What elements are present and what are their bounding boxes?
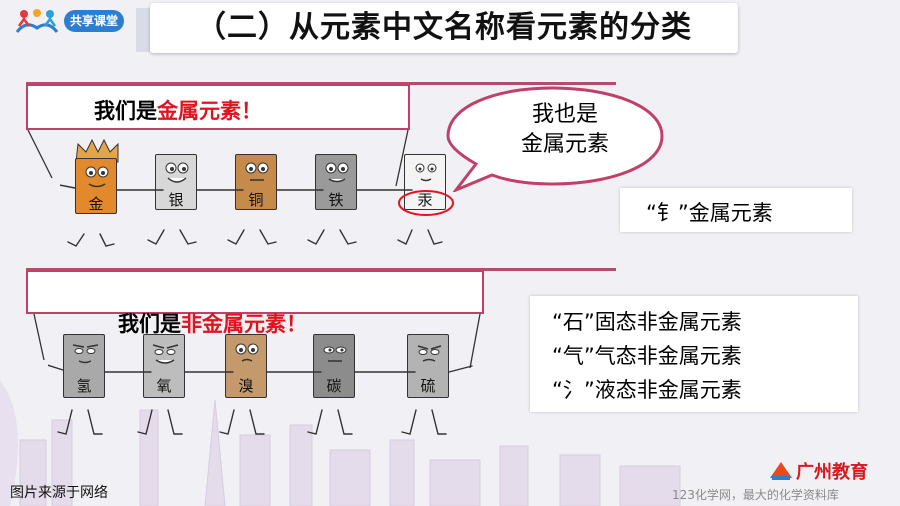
metal-card-label: 银	[168, 191, 184, 209]
title-box: （二）从元素中文名称看元素的分类	[150, 3, 738, 53]
logo-text: 共享课堂	[64, 10, 125, 32]
metal-characters: 金 银 铜	[60, 138, 480, 250]
face-icon	[72, 344, 99, 364]
title-accent	[136, 8, 150, 52]
face-icon	[323, 346, 347, 362]
face-icon	[417, 345, 442, 362]
nonmetal-card-label: 碳	[326, 377, 342, 395]
face-icon	[235, 343, 259, 362]
metal-character: 铜	[228, 138, 284, 250]
brand-logo: 共享课堂	[14, 8, 134, 36]
face-icon	[245, 162, 269, 181]
metal-character: 铁	[308, 138, 364, 250]
metal-info-box: “钅”金属元素	[620, 188, 852, 232]
highlight-circle	[398, 190, 454, 216]
metal-characters-limbs	[60, 184, 443, 247]
nonmetal-banner-highlight: 非金属元素！	[181, 312, 307, 336]
nonmetal-characters-limbs	[48, 364, 473, 435]
city-skyline-decoration	[0, 380, 681, 506]
nonmetal-info-liquid: “氵”液态非金属元素	[552, 378, 742, 402]
nonmetal-banner-text: 我们是非金属元素！	[118, 308, 307, 338]
metal-banner-text: 我们是金属元素！	[94, 95, 262, 125]
nonmetal-card-hydrogen: 氢	[63, 334, 105, 398]
nonmetal-character: 溴	[218, 322, 274, 444]
nonmetal-banner	[26, 270, 484, 314]
nonmetal-card-sulfur: 硫	[407, 334, 449, 398]
nonmetal-info-solid: “石”固态非金属元素	[552, 310, 742, 334]
metal-card-copper: 铜	[235, 154, 277, 210]
speech-bubble	[446, 86, 664, 192]
nonmetal-character: 碳	[306, 322, 362, 444]
nonmetal-character: 硫	[400, 322, 456, 444]
metal-card-label: 汞	[417, 191, 433, 209]
metal-character: 银	[148, 138, 204, 250]
nonmetal-card-oxygen: 氧	[143, 334, 185, 398]
nonmetal-card-label: 氧	[156, 377, 172, 395]
image-source-caption: 图片来源于网络	[10, 485, 108, 501]
nonmetal-card-label: 硫	[420, 377, 436, 395]
nonmetal-character: 氢	[56, 322, 112, 444]
metal-card-label: 铁	[328, 191, 344, 209]
metal-card-silver: 银	[155, 154, 197, 210]
nonmetal-card-bromine: 溴	[225, 334, 267, 398]
nonmetal-card-carbon: 碳	[313, 334, 355, 398]
face-icon	[85, 166, 109, 188]
metal-card-iron: 铁	[315, 154, 357, 210]
metal-banner: 我们是金属元素！	[26, 84, 410, 130]
page-title: （二）从元素中文名称看元素的分类	[196, 10, 692, 45]
metal-card-label: 金	[88, 195, 104, 213]
face-icon	[415, 163, 437, 182]
guangzhou-education-brand: 广州教育	[796, 462, 868, 483]
nonmetal-card-label: 溴	[238, 377, 254, 395]
face-icon	[165, 162, 189, 183]
nonmetal-banner-top-line	[26, 268, 616, 271]
guangzhou-education-logo-icon	[770, 462, 792, 480]
metal-card-label: 铜	[248, 191, 264, 209]
nonmetal-info-gas: “气”气态非金属元素	[552, 344, 742, 368]
metal-banner-top-line	[26, 82, 616, 85]
speech-bubble-line1: 我也是	[531, 102, 598, 127]
watermark-text: 123化学网，最大的化学资料库	[672, 488, 839, 502]
nonmetal-card-label: 氢	[76, 377, 92, 395]
book-people-icon	[15, 9, 59, 33]
metal-card-gold: 金	[75, 158, 117, 214]
speech-bubble-line2: 金属元素	[520, 132, 609, 157]
metal-banner-prefix: 我们是	[94, 99, 157, 123]
nonmetal-characters: 氢 氧 溴	[48, 322, 488, 444]
nonmetal-character: 氧	[136, 322, 192, 444]
face-icon	[152, 344, 179, 364]
nonmetal-banner-prefix: 我们是	[118, 312, 181, 336]
metal-card-mercury: 汞	[404, 154, 446, 210]
speech-bubble-text: 我也是 金属元素	[480, 100, 650, 160]
crown-face-icon	[75, 138, 119, 163]
nonmetal-info-box: “石”固态非金属元素 “气”气态非金属元素 “氵”液态非金属元素	[530, 296, 858, 412]
metal-character: 金	[68, 138, 124, 250]
metal-banner-highlight: 金属元素！	[157, 99, 262, 123]
metal-info-text: “钅”金属元素	[646, 201, 773, 225]
face-icon	[325, 162, 349, 183]
metal-character: 汞	[396, 138, 456, 250]
